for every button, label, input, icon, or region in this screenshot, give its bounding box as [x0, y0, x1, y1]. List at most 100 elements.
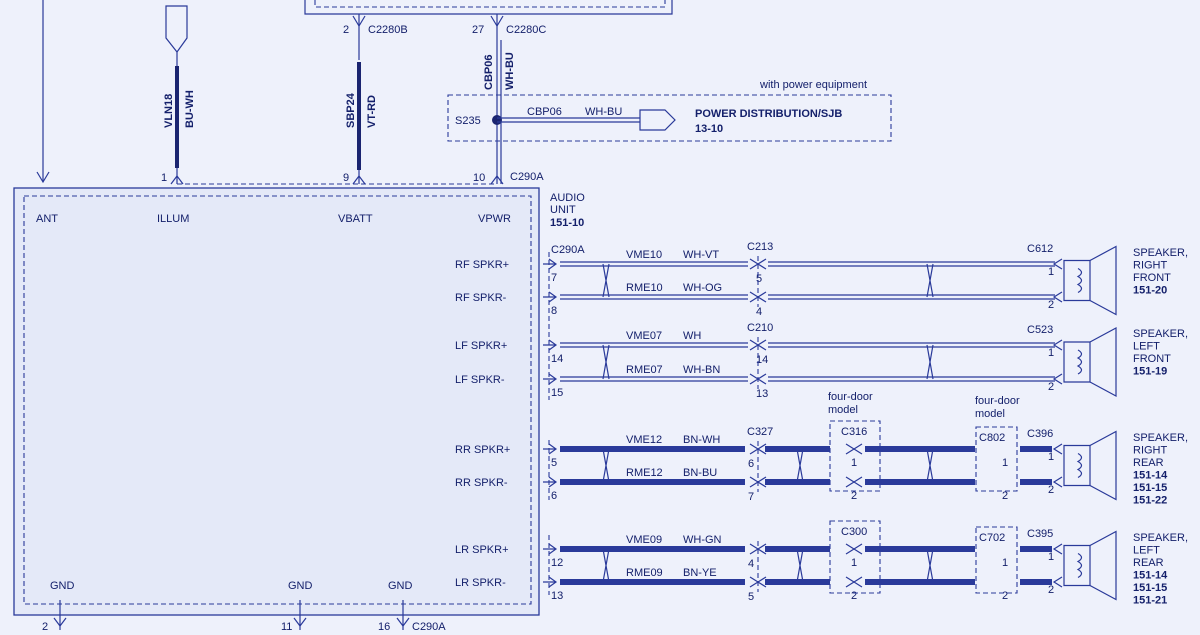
door-connector-box [829, 520, 881, 594]
speaker-pin: 1 [1048, 451, 1054, 463]
speaker-cone-icon [1089, 326, 1117, 398]
mid-pin: 4 [748, 558, 754, 570]
wire-color: WH-VT [683, 249, 719, 261]
speaker-arrow [1052, 443, 1063, 455]
door-pin: 1 [851, 457, 857, 469]
speaker-pin: 2 [1048, 299, 1054, 311]
door2-connector-label: C802 [979, 432, 1005, 444]
pin-arrow [543, 576, 558, 588]
pin-number: 14 [551, 353, 563, 365]
circuit-id: RME09 [626, 567, 663, 579]
c2280b-label: C2280B [368, 24, 408, 36]
c2280c-pin: 27 [472, 24, 484, 36]
speaker-body-icon [1063, 259, 1091, 302]
door2-pin: 2 [1002, 490, 1008, 502]
c2280b-pin: 2 [343, 24, 349, 36]
twist-mark [926, 344, 934, 380]
gnd-pin-3: 16 [378, 621, 390, 630]
speaker-pin: 2 [1048, 484, 1054, 496]
speaker-arrow [1052, 291, 1063, 303]
speaker-coil-icon [1076, 349, 1083, 375]
speaker-cone-icon [1089, 430, 1117, 501]
wire-color: WH [683, 330, 701, 342]
wire-color: WH-BN [683, 364, 720, 376]
pin-number: 15 [551, 387, 563, 399]
illum-label: ILLUM [157, 213, 189, 225]
wire-color: WH-OG [683, 282, 722, 294]
audio-unit-ref: 151-10 [550, 217, 584, 229]
pin-number: 8 [551, 305, 557, 317]
door-connector-label: C316 [841, 426, 867, 438]
circuit-id: RME07 [626, 364, 663, 376]
speaker-arrow [1052, 373, 1063, 385]
pin-label-pos: LF SPKR+ [455, 340, 507, 352]
door-pin: 2 [851, 490, 857, 502]
pin-label-neg: LR SPKR- [455, 577, 506, 589]
gnd-label-3: GND [388, 580, 413, 592]
cbp06-color: WH-BU [504, 52, 516, 90]
twist-mark [796, 448, 804, 483]
splice-dot [492, 115, 502, 125]
vln18-color: BU-WH [184, 90, 196, 128]
upper-module-box [304, 0, 673, 15]
mid-connector-label: C213 [747, 241, 773, 253]
audio-unit-title-1: AUDIO [550, 192, 585, 204]
circuit-id: RME10 [626, 282, 663, 294]
vpwr-pin: 10 [473, 172, 485, 184]
speaker-pin: 1 [1048, 551, 1054, 563]
wire-color: BN-YE [683, 567, 717, 579]
sbp24-label: SBP24 [345, 92, 357, 128]
door2-pin: 1 [1002, 557, 1008, 569]
circuit-id: VME10 [626, 249, 662, 261]
pin-label-neg: RR SPKR- [455, 477, 508, 489]
pin-number: 12 [551, 557, 563, 569]
speaker-connector-label: C396 [1027, 428, 1053, 440]
audio-unit-title-2: UNIT [550, 204, 576, 216]
speaker-name: SPEAKER, [1133, 532, 1188, 544]
speaker-name: SPEAKER, [1133, 247, 1188, 259]
four-door-note: model [975, 408, 1005, 420]
door-pin: 1 [851, 557, 857, 569]
wire-color: BN-WH [683, 434, 720, 446]
vpwr-label: VPWR [478, 213, 511, 225]
speaker-arrow [1052, 543, 1063, 555]
speaker-name: REAR [1133, 557, 1164, 569]
mid-connector-label: C327 [747, 426, 773, 438]
gnd-label-2: GND [288, 580, 313, 592]
speaker-name: REAR [1133, 457, 1164, 469]
gnd-pin-2: 11 [281, 621, 292, 630]
four-door-note: model [828, 404, 858, 416]
pin-number: 7 [551, 272, 557, 284]
circuit-id: VME07 [626, 330, 662, 342]
door-connector-arrow [845, 576, 863, 588]
twist-mark [926, 263, 934, 298]
speaker-pin: 1 [1048, 266, 1054, 278]
speaker-cone-icon [1089, 245, 1117, 316]
mid-pin: 7 [748, 491, 754, 503]
speaker-pin: 1 [1048, 347, 1054, 359]
circuit-id: VME12 [626, 434, 662, 446]
speaker-cone-icon [1089, 530, 1117, 601]
speaker-name: SPEAKER, [1133, 432, 1188, 444]
door2-connector-label: C702 [979, 532, 1005, 544]
pin-arrow [543, 339, 558, 351]
mid-connector-label: C210 [747, 322, 773, 334]
antenna-wire [36, 0, 50, 184]
speaker-body-icon [1063, 444, 1091, 487]
vln18-label: VLN18 [163, 94, 175, 128]
speaker-arrow [1052, 476, 1063, 488]
speaker-ref: 151-19 [1133, 366, 1167, 378]
pin-number: 5 [551, 457, 557, 469]
out-connector: C290A [551, 244, 585, 256]
speaker-body-icon [1063, 544, 1091, 587]
power-equipment-box: with power equipment S235 CBP06 WH-BU PO… [447, 79, 892, 142]
speaker-name: SPEAKER, [1133, 328, 1188, 340]
twist-mark [602, 548, 610, 583]
vbatt-label: VBATT [338, 213, 373, 225]
twist-mark [796, 548, 804, 583]
ant-label: ANT [36, 213, 58, 225]
speaker-body-icon [1063, 341, 1091, 383]
speaker-ref: 151-15 [1133, 582, 1167, 594]
speaker-connector-label: C523 [1027, 324, 1053, 336]
